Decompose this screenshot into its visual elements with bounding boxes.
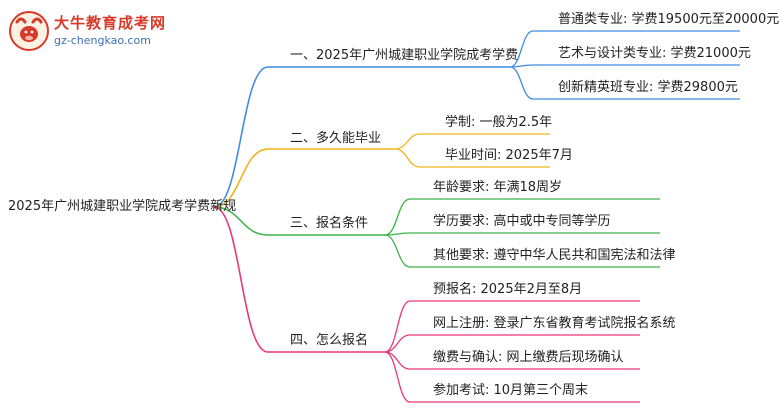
logo-url: gz-chengkao.com bbox=[54, 34, 151, 47]
leaf-payment-confirmation: 缴费与确认: 网上缴费后现场确认 bbox=[433, 350, 624, 365]
branch-1-leaf-3-connector bbox=[509, 66, 740, 100]
logo-title: 大牛教育成考网 bbox=[54, 14, 167, 32]
leaf-exam-date: 参加考试: 10月第三个周末 bbox=[433, 383, 589, 398]
leaf-education-requirement: 学历要求: 高中或中专同等学历 bbox=[433, 214, 611, 229]
leaf-graduation-time: 毕业时间: 2025年7月 bbox=[445, 148, 573, 163]
root-topic: 2025年广州城建职业学院成考学费新规 bbox=[8, 199, 237, 214]
site-logo: 大牛教育成考网 gz-chengkao.com bbox=[8, 10, 178, 54]
branch-4-leaf-2-connector bbox=[384, 334, 640, 353]
branch-3-connector bbox=[213, 206, 385, 236]
branch-tuition: 一、2025年广州城建职业学院成考学费 bbox=[290, 48, 519, 63]
branch-1-connector bbox=[213, 66, 510, 208]
branch-4-leaf-3-connector bbox=[384, 351, 640, 370]
branch-graduation: 二、多久能毕业 bbox=[290, 131, 382, 146]
branch-3-leaf-2-connector bbox=[384, 232, 660, 236]
leaf-tuition-elite: 创新精英班专业: 学费29800元 bbox=[558, 80, 738, 95]
leaf-study-length: 学制: 一般为2.5年 bbox=[445, 115, 553, 130]
leaf-pre-registration: 预报名: 2025年2月至8月 bbox=[433, 282, 583, 297]
branch-4-leaf-4-connector bbox=[384, 351, 640, 403]
branch-2-connector bbox=[213, 148, 395, 208]
leaf-other-requirement: 其他要求: 遵守中华人民共和国宪法和法律 bbox=[433, 248, 676, 263]
branch-3-leaf-1-connector bbox=[384, 198, 660, 236]
mindmap-connectors bbox=[213, 30, 740, 403]
branch-requirements: 三、报名条件 bbox=[290, 216, 369, 231]
branch-1-leaf-2-connector bbox=[509, 64, 740, 68]
branch-4-connector bbox=[213, 206, 385, 353]
branch-2-leaf-2-connector bbox=[394, 148, 550, 168]
leaf-tuition-general: 普通类专业: 学费19500元至20000元 bbox=[558, 12, 779, 27]
branch-how-to-apply: 四、怎么报名 bbox=[290, 333, 369, 348]
leaf-tuition-art: 艺术与设计类专业: 学费21000元 bbox=[558, 46, 751, 61]
branch-3-leaf-3-connector bbox=[384, 234, 660, 268]
branch-1-leaf-1-connector bbox=[509, 30, 740, 68]
branch-2-leaf-1-connector bbox=[394, 133, 550, 150]
leaf-age-requirement: 年龄要求: 年满18周岁 bbox=[433, 180, 563, 195]
branch-4-leaf-1-connector bbox=[384, 300, 640, 353]
bull-mascot-icon bbox=[9, 11, 49, 51]
leaf-online-registration: 网上注册: 登录广东省教育考试院报名系统 bbox=[433, 316, 676, 331]
